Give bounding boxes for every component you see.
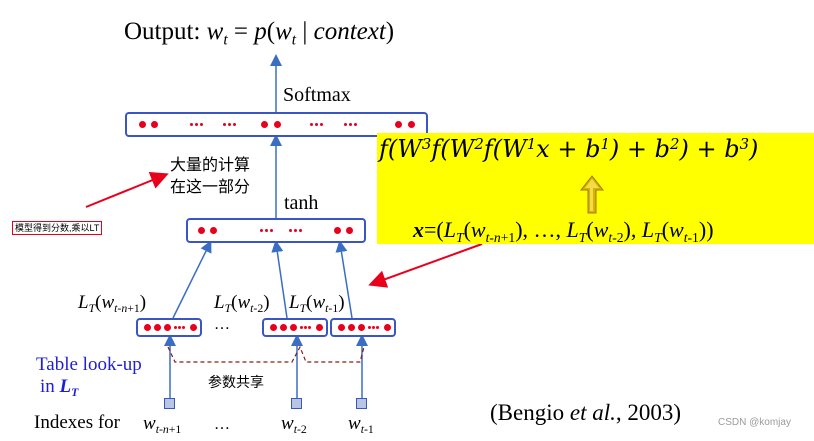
annotation-arrow-input-vector (368, 243, 483, 288)
embedding-box-1 (136, 318, 202, 337)
index-word-3: wt-1 (348, 413, 374, 437)
index-square-1 (164, 398, 175, 409)
formula-function: f(W3f(W2f(W1x + b1) + b2) + b3) (379, 135, 759, 164)
formula-box: f(W3f(W2f(W1x + b1) + b2) + b3) x=(LT(wt… (377, 133, 814, 245)
formula-x-definition: x=(LT(wt-n+1), …, LT(wt-2), LT(wt-1)) (413, 217, 714, 245)
embedding-label-2: LT(wt-2) (214, 292, 270, 316)
tanh-layer (186, 218, 366, 243)
arrow-embed3-to-tanh (335, 240, 353, 319)
embedding-label-1: LT(wt-n+1) (78, 292, 147, 316)
score-annotation: 模型得到分数,乘以LT (12, 221, 103, 235)
index-word-2: wt-2 (281, 413, 307, 437)
up-arrow-icon (579, 175, 605, 214)
indexes-label: Indexes for (34, 412, 120, 433)
embedding-box-2 (262, 318, 328, 337)
table-lookup-line1: Table look-up (36, 354, 142, 375)
output-label: Output: (124, 18, 201, 45)
watermark: CSDN @komjay (718, 417, 791, 428)
index-square-2 (291, 398, 302, 409)
table-lookup-label: Table look-up in LT (36, 354, 142, 404)
softmax-layer (125, 112, 428, 137)
embedding-box-3 (330, 318, 396, 337)
computation-annotation: 大量的计算 在这一部分 (170, 154, 250, 198)
computation-annotation-line2: 在这一部分 (170, 177, 251, 196)
softmax-label: Softmax (283, 84, 351, 106)
index-square-3 (356, 398, 367, 409)
arrow-embed2-to-tanh (271, 240, 288, 319)
annotation-arrow-computation (85, 171, 169, 208)
output-title: Output: wt = p(wt | context) (124, 18, 395, 49)
shared-params-label: 参数共享 (208, 375, 264, 391)
embedding-ellipsis: … (214, 316, 230, 333)
shared-params-dashed-line (167, 345, 365, 363)
index-word-1: wt-n+1 (143, 413, 182, 437)
tanh-label: tanh (284, 192, 319, 214)
computation-annotation-line1: 大量的计算 (170, 155, 251, 174)
embedding-label-3: LT(wt-1) (289, 292, 345, 316)
arrow-embed1-to-tanh (172, 240, 212, 319)
index-ellipsis: … (214, 416, 230, 433)
citation: (Bengio et al., 2003) (490, 400, 682, 425)
table-lookup-line2: in LT (40, 376, 79, 400)
